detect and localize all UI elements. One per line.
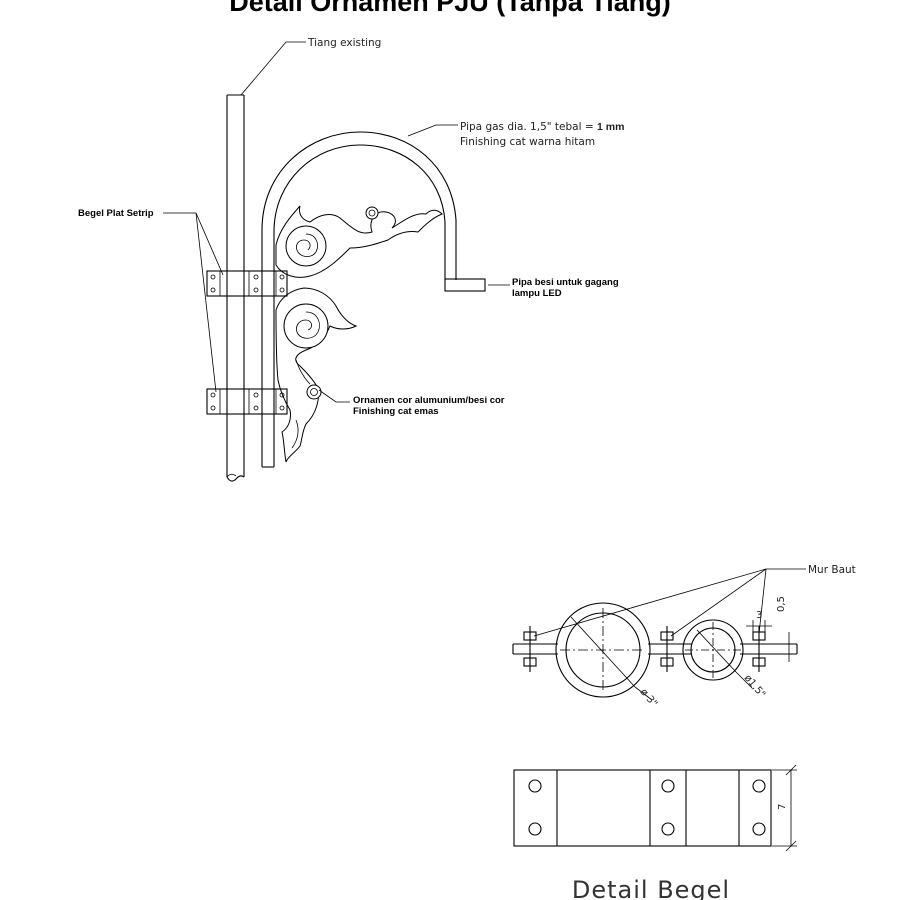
dim-gap: 3 xyxy=(756,610,762,621)
dim-thickness: 0,5 xyxy=(776,596,787,612)
label-pipa-gas: Pipa gas dia. 1,5" tebal = 1 mm xyxy=(460,121,624,133)
label-ornamen-line1: Ornamen cor alumunium/besi cor xyxy=(353,395,505,406)
label-gagang-line2: lampu LED xyxy=(512,288,562,299)
label-gagang-line1: Pipa besi untuk gagang xyxy=(512,277,619,288)
clamp-lower xyxy=(206,388,288,415)
dim-diameter-large: ø 3" xyxy=(638,687,659,710)
label-pipa-finishing: Finishing cat warna hitam xyxy=(460,136,595,148)
leader-ornamen xyxy=(318,389,350,403)
leader-mur-baut xyxy=(533,568,806,637)
bolt-left xyxy=(523,626,537,672)
leader-pipa xyxy=(407,124,458,137)
leader-begel xyxy=(163,212,224,393)
lamp-handle-pipe xyxy=(444,278,486,292)
label-ornamen-line2: Finishing cat emas xyxy=(353,406,439,417)
label-tiang-existing: Tiang existing xyxy=(307,37,381,49)
cast-ornament xyxy=(275,205,443,463)
label-begel-plat-setrip: Begel Plat Setrip xyxy=(78,208,154,219)
detail-begel-title: Detail Begel xyxy=(572,876,730,900)
label-mur-baut: Mur Baut xyxy=(808,564,856,576)
bolt-middle xyxy=(660,626,674,672)
drawing-title: Detail Ornamen PJU (Tanpa Tiang) xyxy=(229,0,671,17)
begel-front-view xyxy=(513,764,797,852)
clamp-upper xyxy=(206,270,288,297)
gas-pipe xyxy=(261,131,457,468)
dim-height: 7 xyxy=(777,804,788,810)
begel-top-view xyxy=(512,602,798,701)
dim-diameter-small: ø1,5" xyxy=(742,673,768,700)
leader-tiang xyxy=(240,41,306,96)
existing-pole xyxy=(226,94,245,482)
